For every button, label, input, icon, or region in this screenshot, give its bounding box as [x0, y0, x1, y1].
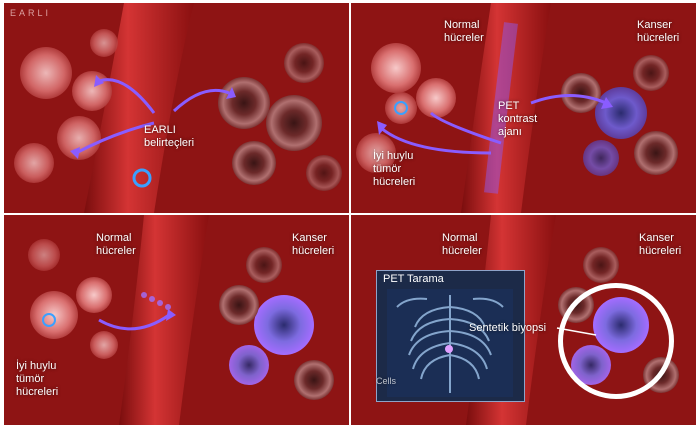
pet-scan-title: PET Tarama [383, 273, 444, 285]
label-earli-probes: EARLI belirteçleri [144, 124, 195, 149]
xray-ribcage-icon [387, 289, 513, 397]
label-normal-cells: Normal hücreler [444, 19, 484, 44]
label-benign-tumor: İyi huylu tümör hücreleri [16, 360, 59, 398]
label-benign-tumor: İyi huylu tümör hücreleri [373, 150, 416, 188]
brand-logo: EARLI [10, 8, 52, 18]
panel-illustration [4, 3, 349, 213]
label-synthetic-biopsy: Sentetik biyopsi [469, 322, 547, 334]
label-cancer-cells: Kanser hücreleri [639, 232, 682, 257]
cancer-cells [218, 43, 342, 191]
panel-pet-scan: Normal hücreler Kanser hücreleri PET Tar… [351, 215, 696, 425]
highlight-circle [558, 283, 674, 399]
pet-scan-panel: PET Tarama [376, 270, 525, 402]
panel-earli-probes: EARLI EARLI belirteçleri [4, 3, 349, 213]
panel-illustration [4, 215, 349, 425]
label-cells-partial: Cells [376, 376, 397, 386]
panel-illustration [351, 3, 696, 213]
label-cancer-cells: Kanser hücreleri [292, 232, 335, 257]
label-pet-contrast: PET kontrast ajanı [498, 100, 538, 138]
panel-pet-contrast: Normal hücreler Kanser hücreleri PET kon… [351, 3, 696, 213]
label-normal-cells: Normal hücreler [442, 232, 482, 257]
label-cancer-cells: Kanser hücreleri [637, 19, 680, 44]
label-normal-cells: Normal hücreler [96, 232, 136, 257]
panel-binding: Normal hücreler Kanser hücreleri İyi huy… [4, 215, 349, 425]
probe-arrows [75, 78, 230, 155]
